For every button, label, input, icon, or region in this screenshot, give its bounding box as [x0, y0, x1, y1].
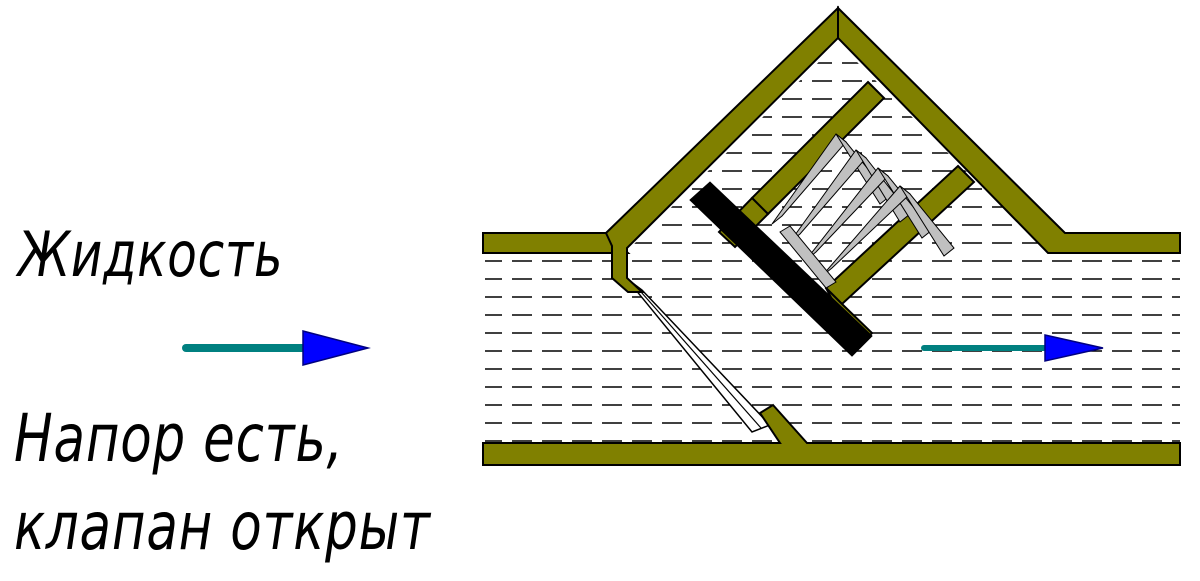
valve-state-label: клапан открыт	[14, 488, 431, 565]
valve-disc	[689, 181, 873, 357]
bonnet-right-wall	[837, 5, 1181, 254]
flow-arrow-legend	[182, 330, 371, 366]
top-left-wall	[482, 232, 631, 254]
flow-arrow-pipe	[921, 334, 1104, 362]
pipe-body	[482, 5, 1181, 466]
pressure-label: Напор есть,	[14, 400, 344, 477]
bottom-wall	[482, 403, 1181, 466]
spring	[771, 133, 955, 289]
fluid-label: Жидкость	[18, 218, 284, 291]
